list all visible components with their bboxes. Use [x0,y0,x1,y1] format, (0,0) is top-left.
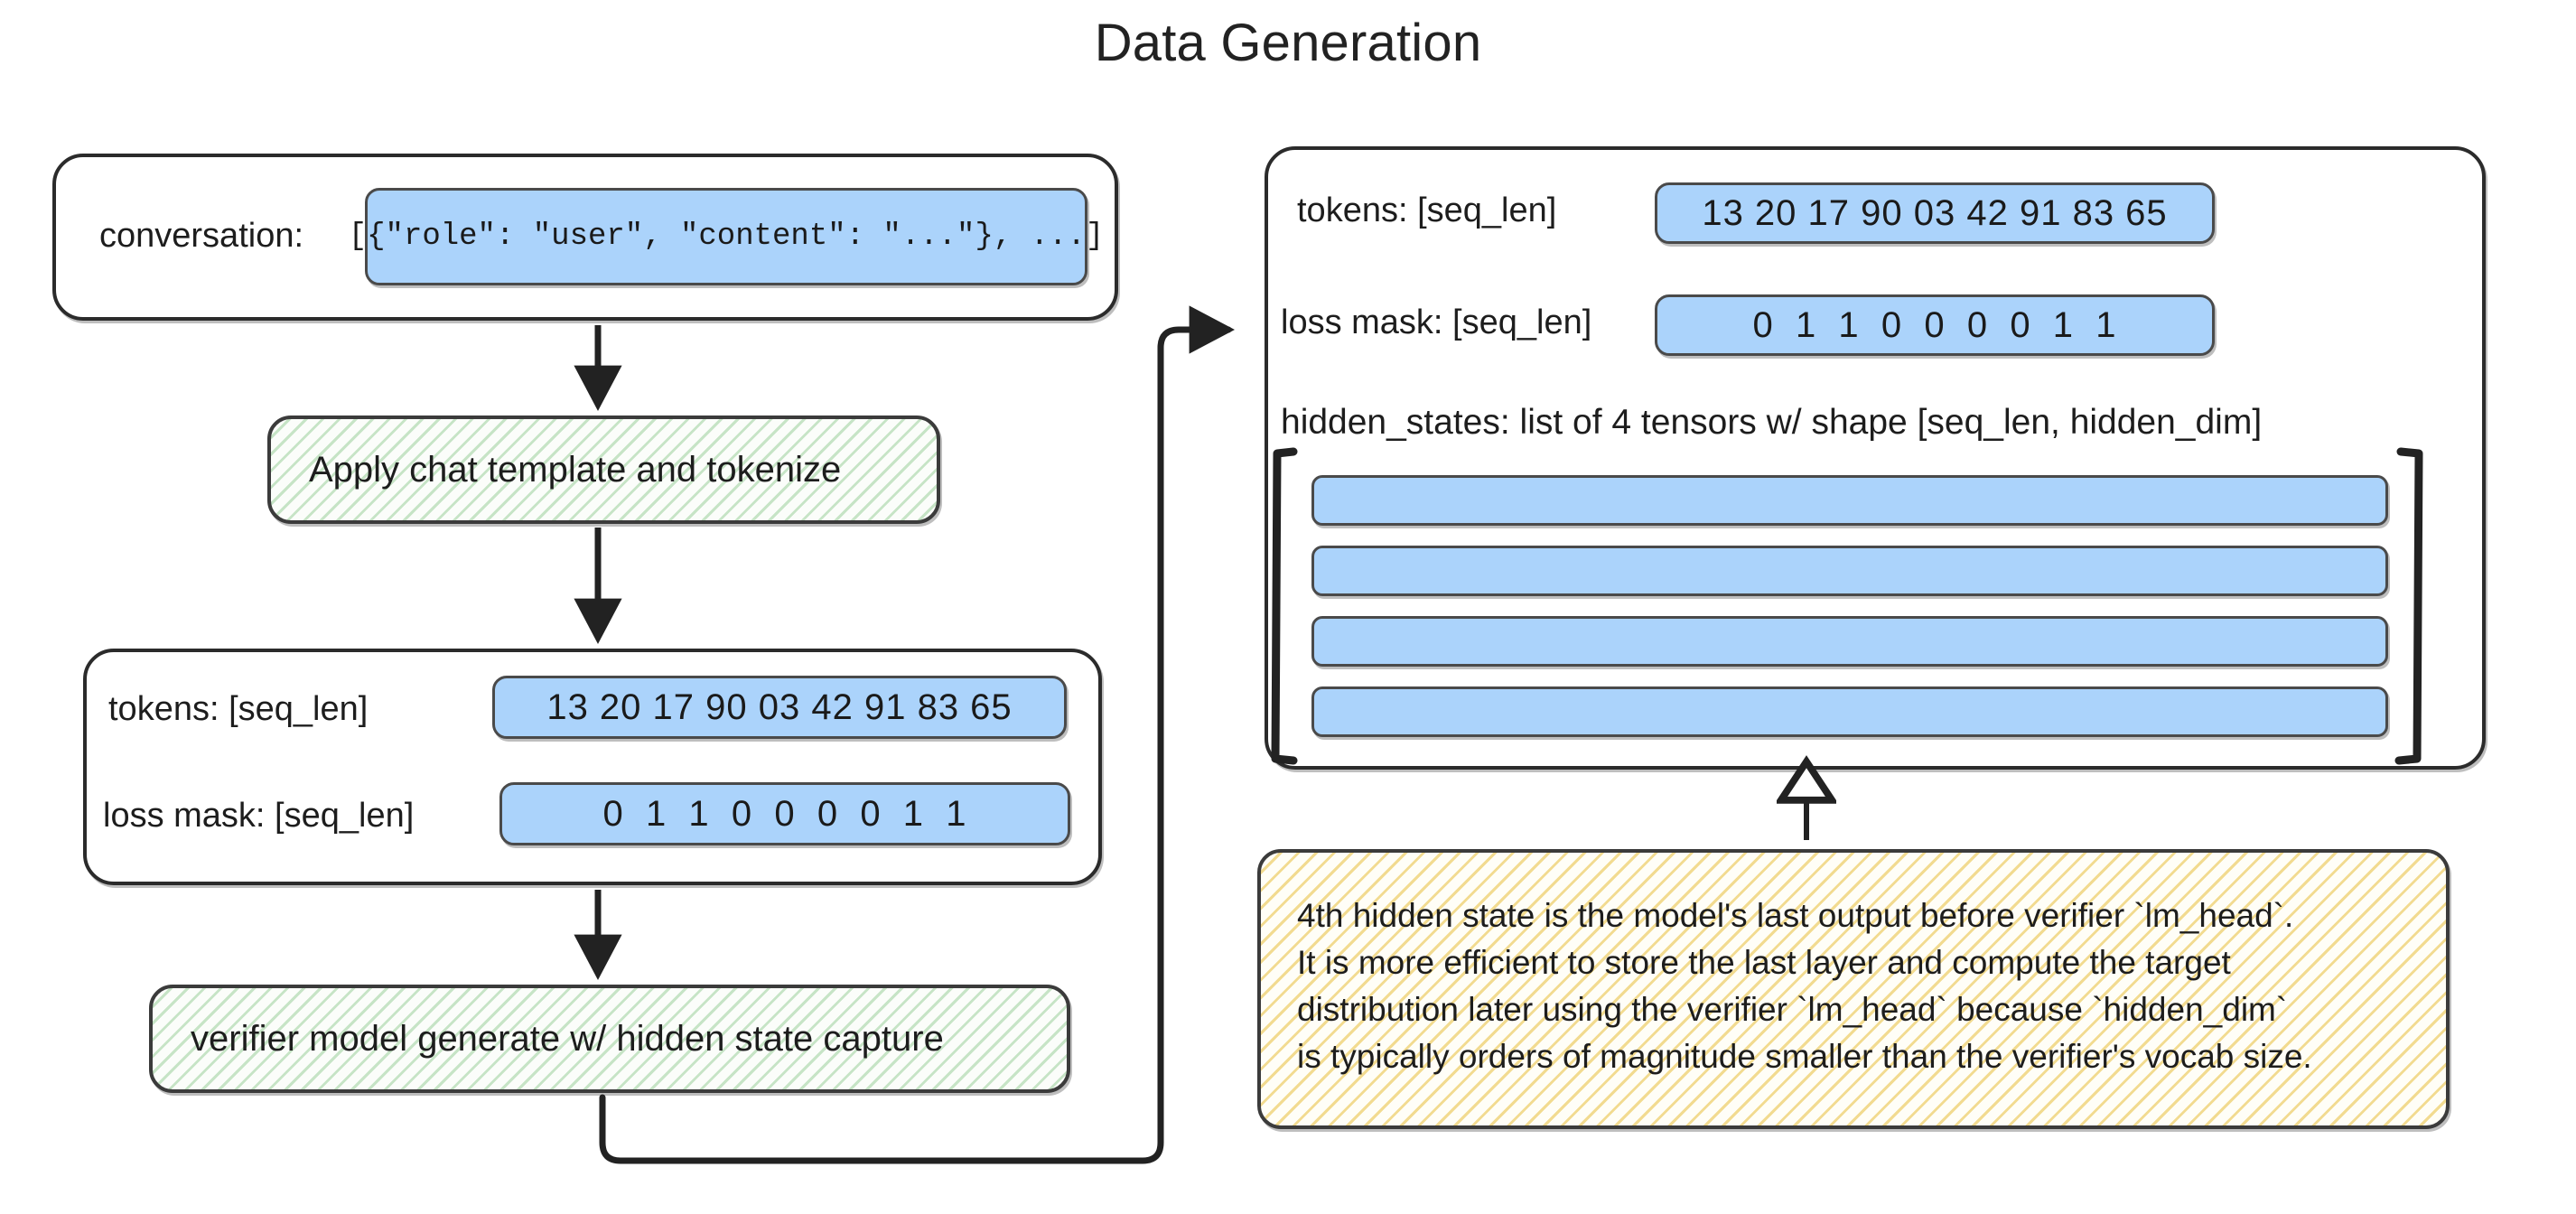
hidden-state-bar-3 [1311,616,2388,667]
left-loss-mask-chip: 0 1 1 0 0 0 0 1 1 [499,782,1070,845]
note-line-3: distribution later using the verifier `l… [1297,991,2288,1028]
explanatory-note: 4th hidden state is the model's last out… [1257,849,2450,1129]
right-loss-mask-chip: 0 1 1 0 0 0 0 1 1 [1655,294,2215,356]
step-verifier-generate-label: verifier model generate w/ hidden state … [191,1018,944,1059]
hidden-state-bar-1 [1311,475,2388,526]
step-apply-chat-template[interactable]: Apply chat template and tokenize [267,416,940,524]
note-line-1: 4th hidden state is the model's last out… [1297,897,2294,934]
hidden-state-bar-2 [1311,546,2388,596]
note-line-2: It is more efficient to store the last l… [1297,944,2231,981]
note-line-4: is typically orders of magnitude smaller… [1297,1038,2312,1075]
step-apply-chat-template-label: Apply chat template and tokenize [309,449,842,490]
step-verifier-generate[interactable]: verifier model generate w/ hidden state … [149,985,1070,1093]
right-tokens-label: tokens: [seq_len] [1297,191,1557,229]
conversation-value-chip: [{"role": "user", "content": "..."}, ...… [349,188,1104,285]
page-title: Data Generation [1094,14,1482,72]
right-loss-mask-label: loss mask: [seq_len] [1281,304,1592,341]
left-tokens-label: tokens: [seq_len] [108,690,369,728]
hidden-state-bar-4 [1311,686,2388,737]
hidden-states-label: hidden_states: list of 4 tensors w/ shap… [1281,403,2263,442]
right-tokens-chip: 13 20 17 90 03 42 91 83 65 [1655,182,2215,244]
left-loss-mask-label: loss mask: [seq_len] [103,797,415,835]
conversation-label: conversation: [99,217,304,255]
left-tokens-chip: 13 20 17 90 03 42 91 83 65 [492,676,1067,739]
